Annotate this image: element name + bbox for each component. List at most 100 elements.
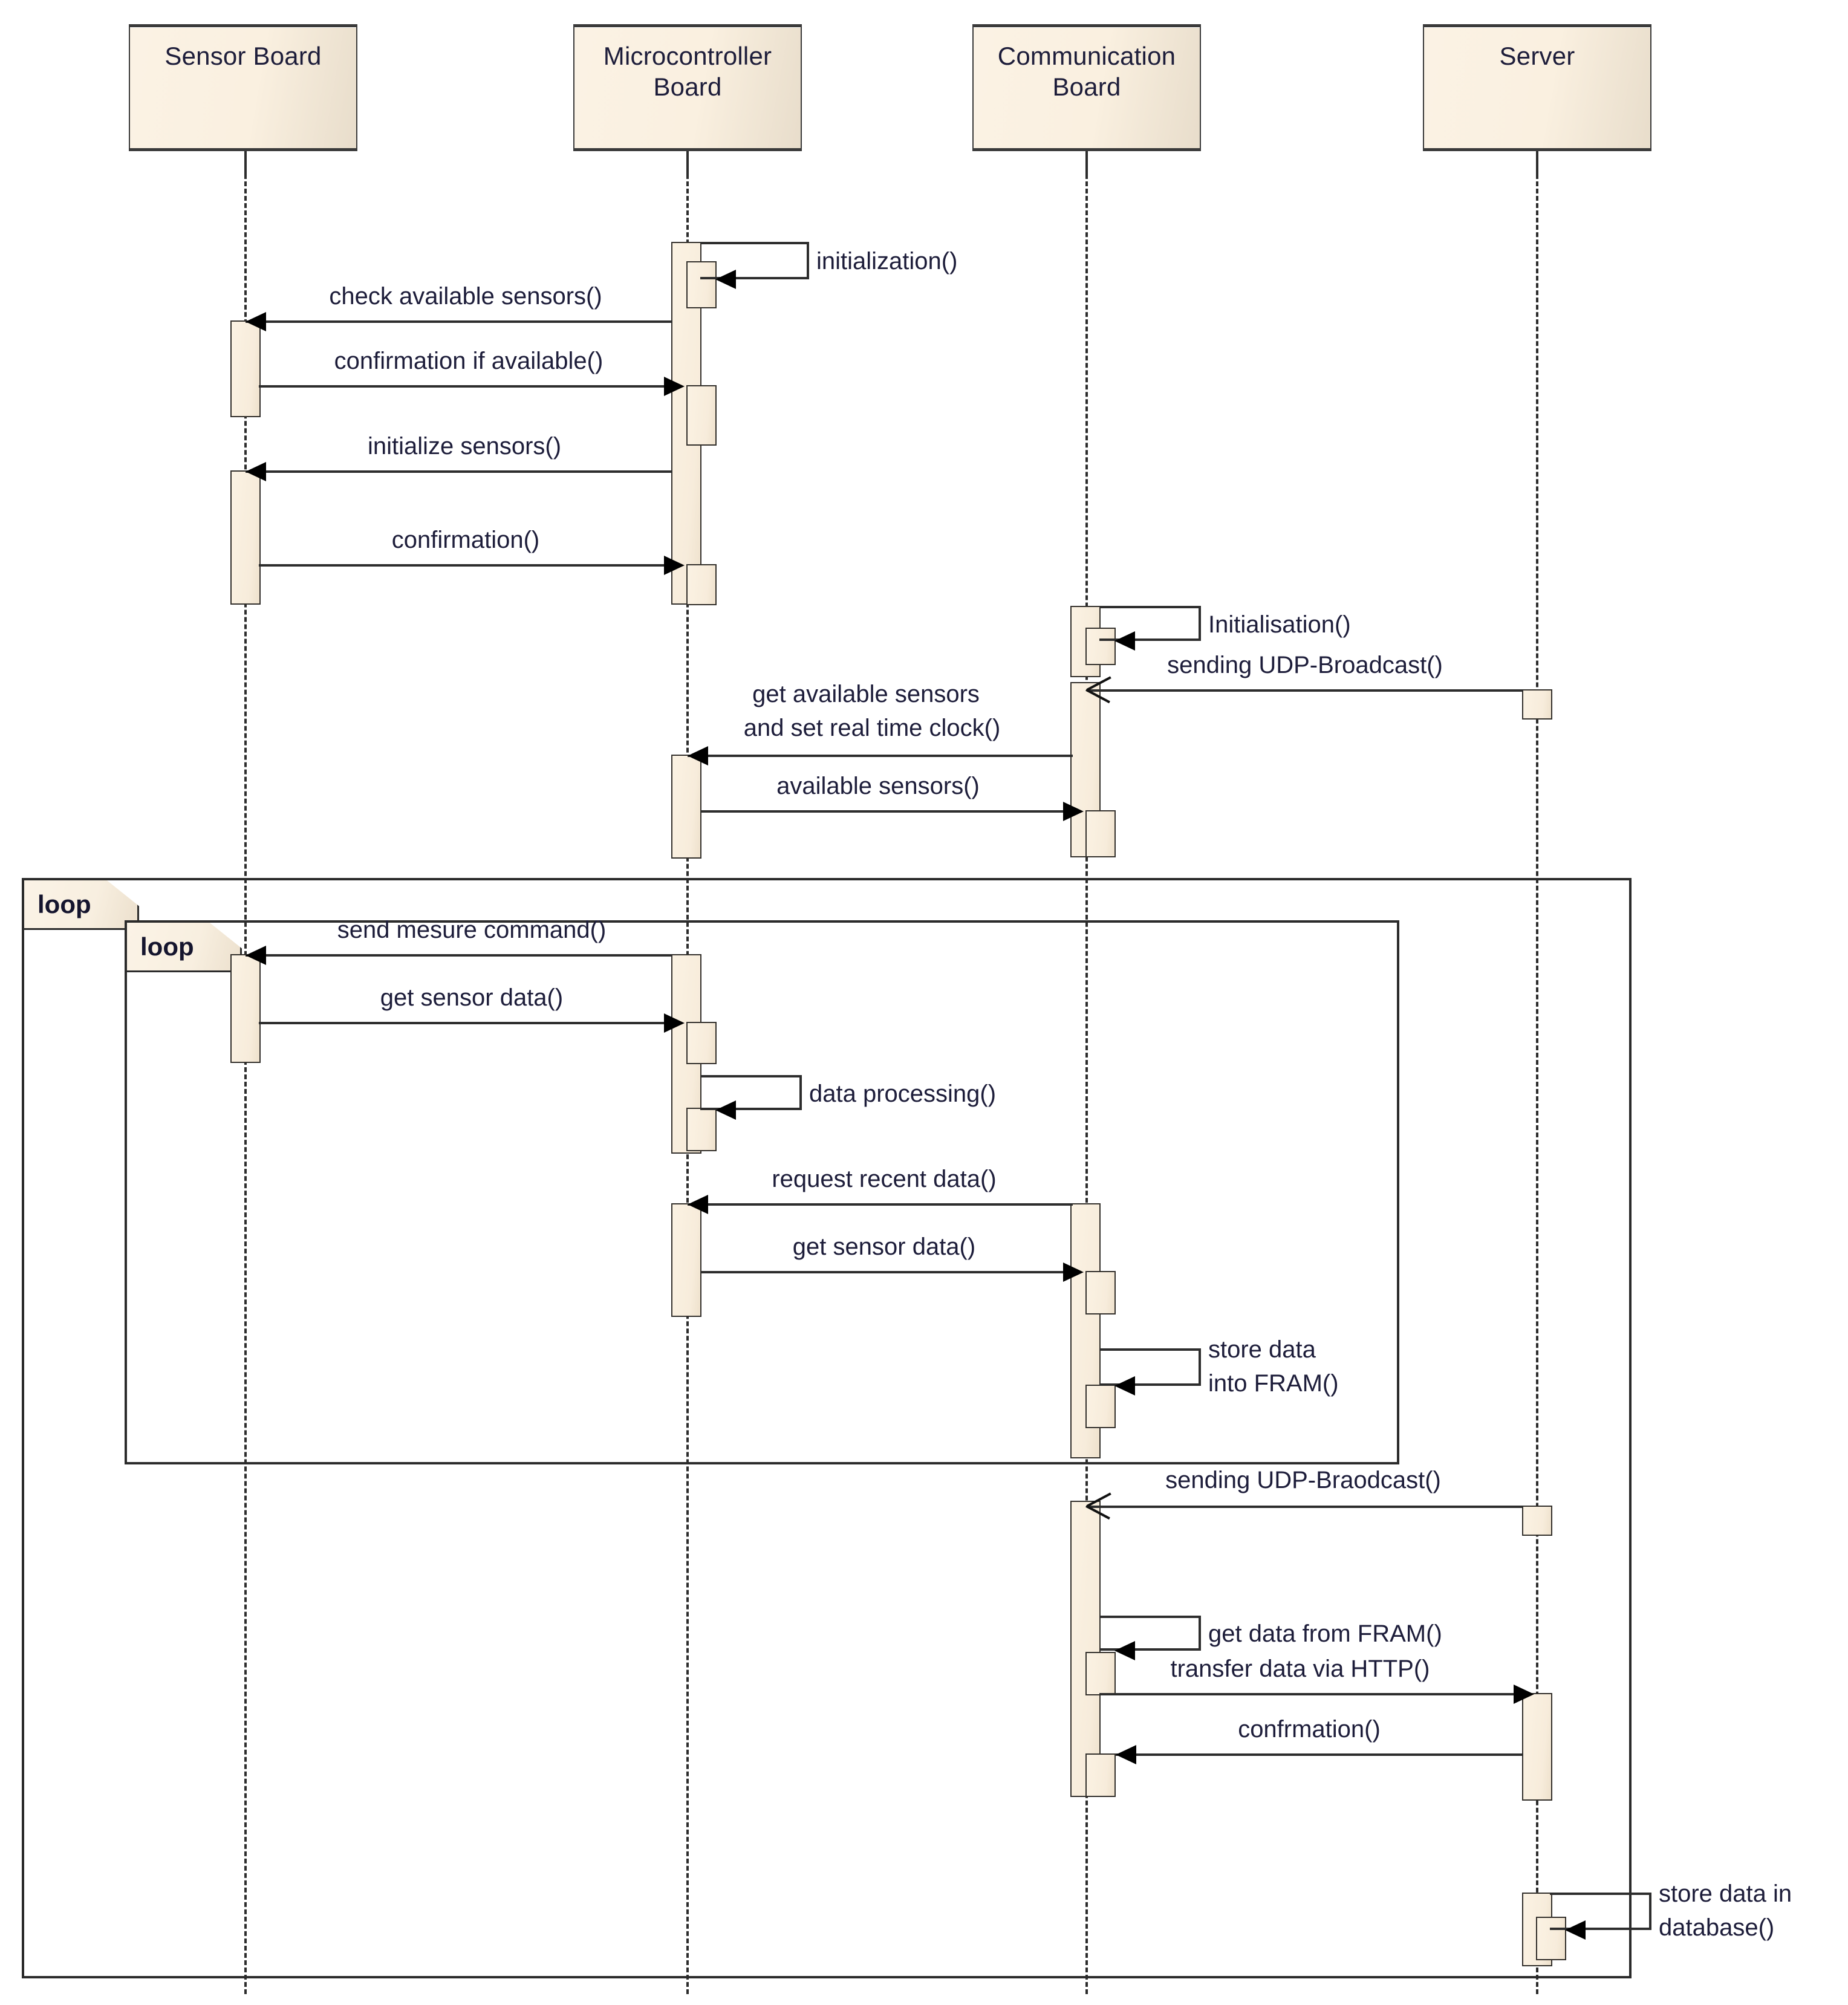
self-message-get-data-from-fram-path [1099, 1616, 1201, 1651]
lifeline-stub-server [1536, 151, 1538, 177]
message-line-get-sensor-data-1 [259, 1022, 682, 1024]
activation-sensor-initialize [230, 470, 261, 605]
message-line-confrmation [1116, 1753, 1523, 1756]
message-label-initialization: initialization() [816, 248, 958, 275]
message-line-initialize-sensors [246, 470, 672, 473]
lifeline-label-microcontroller-board: Microcontroller Board [604, 41, 772, 102]
activation-communication-udp2 [1070, 1501, 1101, 1797]
message-line-sending-udp-braodcast-2 [1087, 1506, 1523, 1508]
message-label-get-sensor-data-1: get sensor data() [380, 984, 564, 1011]
message-line-confirmation [259, 564, 682, 567]
lifeline-sensor-board [244, 174, 247, 1994]
fragment-outer-loop[interactable] [22, 878, 1632, 1978]
lifeline-header-server[interactable]: Server [1423, 24, 1651, 151]
message-line-request-recent-data [688, 1203, 1073, 1206]
self-message-initialization-arrowhead [715, 270, 736, 289]
message-arrowhead-sending-udp-braodcast-2 [1085, 1492, 1114, 1520]
message-label-initialisation: Initialisation() [1208, 611, 1351, 638]
message-arrowhead-check-available-sensors [246, 312, 266, 331]
message-label-transfer-data-via-http: transfer data via HTTP() [1170, 1656, 1430, 1682]
activation-communication-confirm-nested [1085, 1753, 1116, 1797]
message-line-confirmation-if-available [259, 385, 682, 388]
fragment-inner-loop-label: loop [140, 932, 194, 961]
activation-sensor-measure [230, 954, 261, 1063]
message-label-send-mesure-command: send mesure command() [337, 917, 607, 943]
message-label-initialize-sensors: initialize sensors() [367, 433, 562, 460]
self-message-store-into-fram-arrowhead [1114, 1376, 1135, 1396]
self-message-get-data-from-fram-arrowhead [1114, 1641, 1135, 1660]
message-label-store-data-in-database-line1: store data in [1659, 1880, 1792, 1907]
lifeline-server [1536, 174, 1538, 1994]
lifeline-label-communication-board: Communication Board [998, 41, 1176, 102]
activation-server-udp2 [1522, 1506, 1552, 1536]
message-label-confirmation-if-available: confirmation if available() [334, 348, 604, 374]
fragment-outer-loop-tag: loop [24, 880, 139, 930]
lifeline-label-line1: Microcontroller [603, 42, 772, 70]
self-message-data-processing-arrowhead [715, 1100, 736, 1120]
lifeline-stub-sensor-board [244, 151, 247, 177]
message-arrowhead-get-available-sensors [688, 746, 708, 765]
activation-sensor-check [230, 320, 261, 417]
activation-communication-storefram-nested [1085, 1385, 1116, 1428]
self-message-store-into-fram-path [1099, 1348, 1201, 1386]
message-arrowhead-get-sensor-data-1 [664, 1013, 685, 1033]
activation-microcontroller-confirm2 [686, 564, 717, 605]
message-arrowhead-available-sensors [1063, 802, 1084, 821]
message-label-available-sensors: available sensors() [776, 773, 980, 799]
activation-microcontroller-get-sensors [671, 755, 701, 859]
message-label-sending-udp-braodcast-2: sending UDP-Braodcast() [1165, 1467, 1441, 1493]
activation-microcontroller-request [671, 1203, 701, 1317]
message-label-request-recent-data: request recent data() [772, 1166, 997, 1192]
message-line-sending-udp-broadcast-1 [1087, 689, 1523, 692]
self-message-data-processing-path [700, 1075, 802, 1110]
self-message-initialisation-arrowhead [1114, 631, 1135, 651]
activation-communication-available-sensors [1085, 810, 1116, 857]
self-message-initialisation-path [1099, 606, 1201, 641]
activation-communication-getfram-nested [1085, 1652, 1116, 1695]
lifeline-label-server: Server [1499, 42, 1575, 70]
message-line-available-sensors [700, 810, 1081, 813]
message-label-sending-udp-broadcast-1: sending UDP-Broadcast() [1167, 652, 1443, 678]
message-label-data-processing: data processing() [809, 1080, 997, 1107]
lifeline-label-line2: Board [653, 73, 722, 102]
message-label-store-data-line1: store data [1208, 1336, 1316, 1363]
message-arrowhead-send-mesure-command [246, 946, 266, 965]
self-message-store-data-in-database-path [1550, 1893, 1651, 1930]
message-label-get-available-sensors-line1: get available sensors [752, 681, 980, 707]
activation-server-http [1522, 1693, 1552, 1801]
message-arrowhead-confirmation-if-available [664, 377, 685, 396]
message-label-store-data-line2: into FRAM() [1208, 1370, 1339, 1397]
lifeline-header-sensor-board[interactable]: Sensor Board [129, 24, 357, 151]
fragment-inner-loop[interactable] [125, 920, 1399, 1464]
lifeline-header-microcontroller-board[interactable]: Microcontroller Board [573, 24, 802, 151]
activation-server-udp1 [1522, 689, 1552, 720]
self-message-store-data-in-database-arrowhead [1565, 1920, 1586, 1940]
activation-microcontroller-processing-nested [686, 1108, 717, 1151]
lifeline-stub-microcontroller-board [686, 151, 689, 177]
message-line-get-sensor-data-2 [700, 1271, 1081, 1273]
lifeline-label-sensor-board: Sensor Board [164, 42, 322, 70]
self-message-initialization-path [700, 242, 809, 279]
message-arrowhead-sending-udp-broadcast-1 [1085, 676, 1114, 704]
message-line-send-mesure-command [246, 954, 672, 957]
activation-microcontroller-confirm1 [686, 385, 717, 446]
message-label-confirmation: confirmation() [391, 527, 540, 553]
message-arrowhead-get-sensor-data-2 [1063, 1262, 1084, 1282]
fragment-outer-loop-label: loop [37, 889, 91, 918]
activation-communication-getdata-nested [1085, 1271, 1116, 1314]
activation-microcontroller-getdata-nested [686, 1022, 717, 1064]
message-label-get-data-from-fram: get data from FRAM() [1208, 1620, 1442, 1647]
message-line-get-available-sensors [688, 755, 1073, 757]
lifeline-communication-board [1085, 174, 1088, 1994]
message-arrowhead-confirmation [664, 556, 685, 575]
message-label-get-sensor-data-2: get sensor data() [792, 1233, 976, 1260]
lifeline-stub-communication-board [1085, 151, 1088, 177]
lifeline-label-line2: Board [1052, 73, 1121, 102]
message-label-confrmation: confrmation() [1238, 1716, 1381, 1743]
message-label-store-data-in-database-line2: database() [1659, 1914, 1775, 1941]
lifeline-header-communication-board[interactable]: Communication Board [972, 24, 1201, 151]
message-arrowhead-request-recent-data [688, 1195, 708, 1214]
message-arrowhead-confrmation [1116, 1745, 1136, 1764]
message-label-check-available-sensors: check available sensors() [329, 283, 602, 310]
